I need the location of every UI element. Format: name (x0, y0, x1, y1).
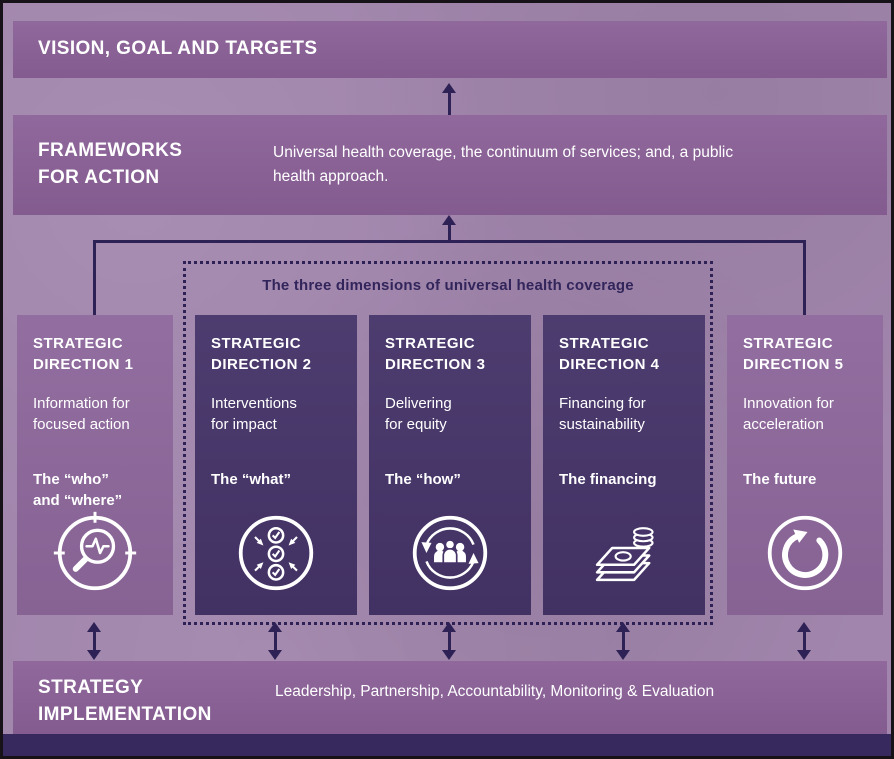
strategic-direction-2-column: STRATEGIC DIRECTION 2 Interventions for … (195, 315, 357, 615)
people-cycle-icon (408, 511, 492, 595)
column-tagline: The “what” (211, 471, 292, 488)
up-arrow-to-frameworks (442, 215, 456, 242)
three-dimensions-label: The three dimensions of universal health… (262, 277, 634, 294)
column-subtitle: Interventions for impact (211, 395, 297, 433)
cycle-arrow-icon (763, 511, 847, 595)
column-tagline: The financing (559, 471, 657, 488)
connector-horizontal-line (93, 240, 806, 243)
magnifier-pulse-icon (53, 511, 137, 595)
frameworks-title: FRAMEWORKS FOR ACTION (38, 140, 183, 188)
checklist-icon (234, 511, 318, 595)
strategic-direction-4-column: STRATEGIC DIRECTION 4 Financing for sust… (543, 315, 705, 615)
implementation-title: STRATEGY IMPLEMENTATION (38, 677, 212, 725)
frameworks-description: Universal health coverage, the continuum… (273, 144, 734, 186)
column-title: STRATEGIC DIRECTION 2 (211, 335, 312, 373)
double-arrow-sd3 (442, 622, 456, 660)
frameworks-band: FRAMEWORKS FOR ACTION Universal health c… (13, 115, 887, 215)
column-tagline: The “how” (385, 471, 461, 488)
column-title: STRATEGIC DIRECTION 1 (33, 335, 134, 373)
footer-strip (3, 734, 891, 756)
strategic-direction-3-column: STRATEGIC DIRECTION 3 Delivering for equ… (369, 315, 531, 615)
column-title: STRATEGIC DIRECTION 3 (385, 335, 486, 373)
double-arrow-sd5 (797, 622, 811, 660)
column-subtitle: Financing for sustainability (559, 395, 646, 433)
strategic-direction-5-column: STRATEGIC DIRECTION 5 Innovation for acc… (727, 315, 883, 615)
double-arrow-sd1 (87, 622, 101, 660)
strategic-direction-1-column: STRATEGIC DIRECTION 1 Information for fo… (17, 315, 173, 615)
up-arrow-to-vision (442, 83, 456, 115)
column-title: STRATEGIC DIRECTION 4 (559, 335, 660, 373)
money-stack-icon (582, 511, 666, 595)
double-arrow-sd2 (268, 622, 282, 660)
column-subtitle: Innovation for acceleration (743, 395, 834, 433)
column-tagline: The “who” and “where” (33, 471, 123, 509)
column-title: STRATEGIC DIRECTION 5 (743, 335, 844, 373)
double-arrow-sd4 (616, 622, 630, 660)
column-subtitle: Delivering for equity (385, 395, 452, 433)
implementation-band: STRATEGY IMPLEMENTATION Leadership, Part… (13, 661, 887, 734)
connector-right-line (803, 240, 806, 315)
connector-left-line (93, 240, 96, 315)
column-tagline: The future (743, 471, 817, 488)
vision-band: VISION, GOAL AND TARGETS (13, 21, 887, 78)
implementation-description: Leadership, Partnership, Accountability,… (275, 683, 715, 700)
column-subtitle: Information for focused action (33, 395, 130, 433)
vision-title: VISION, GOAL AND TARGETS (38, 38, 318, 60)
